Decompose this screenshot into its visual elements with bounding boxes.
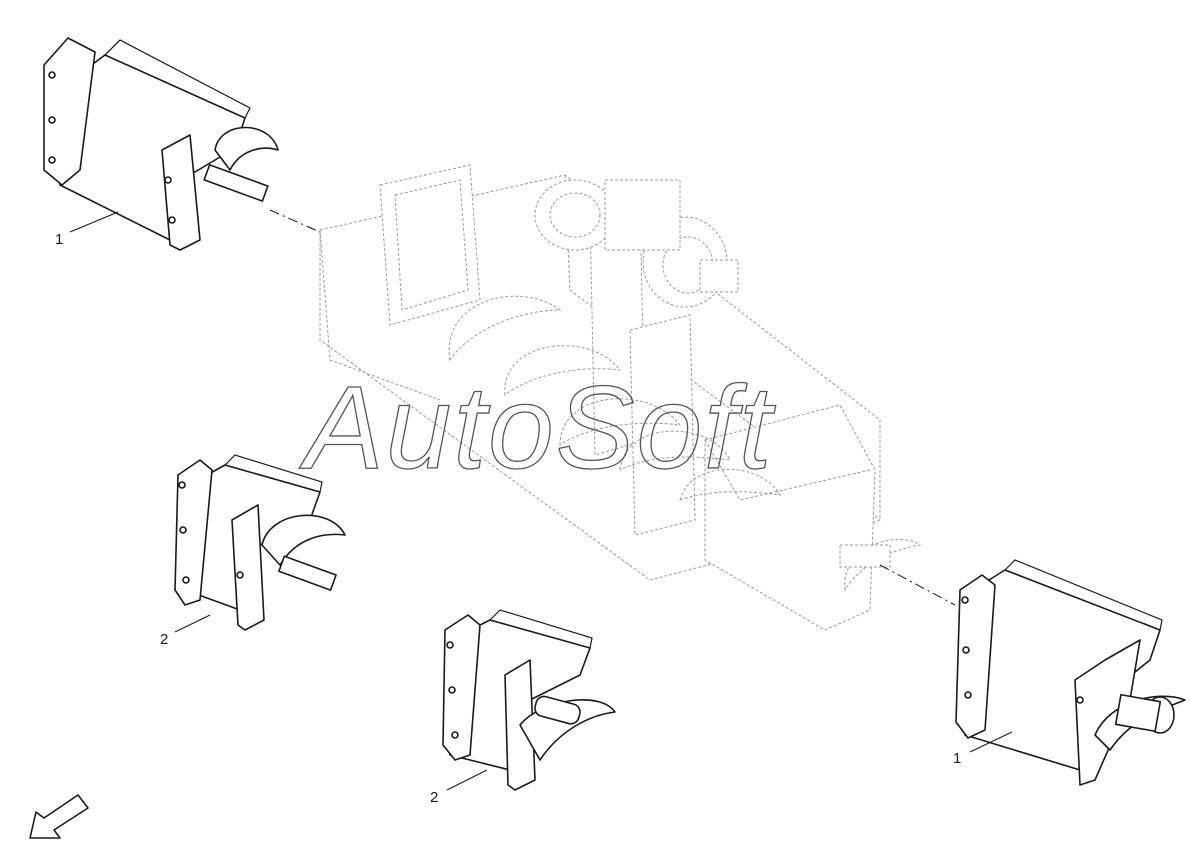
callout-2b: 2: [430, 789, 438, 806]
part-1-upper-left: [43, 37, 279, 251]
callout-2b-leader: [446, 769, 488, 791]
shaft-centerline-left: [269, 209, 321, 233]
watermark-text: AutoSoft: [299, 362, 776, 494]
part-2-bottom-center: [442, 609, 616, 791]
part-2-middle-left: [174, 454, 346, 631]
orientation-arrow-icon: [29, 794, 89, 839]
part-1-right: [955, 559, 1186, 786]
axle-housing-ghost: [319, 164, 922, 631]
callout-1a: 1: [55, 231, 63, 248]
callout-2a-leader: [174, 614, 211, 633]
callout-1b-leader: [969, 731, 1013, 753]
callout-2a: 2: [160, 631, 168, 648]
callout-1b: 1: [953, 750, 961, 767]
shaft-centerline-right: [879, 564, 956, 606]
callout-1a-leader: [69, 211, 119, 233]
